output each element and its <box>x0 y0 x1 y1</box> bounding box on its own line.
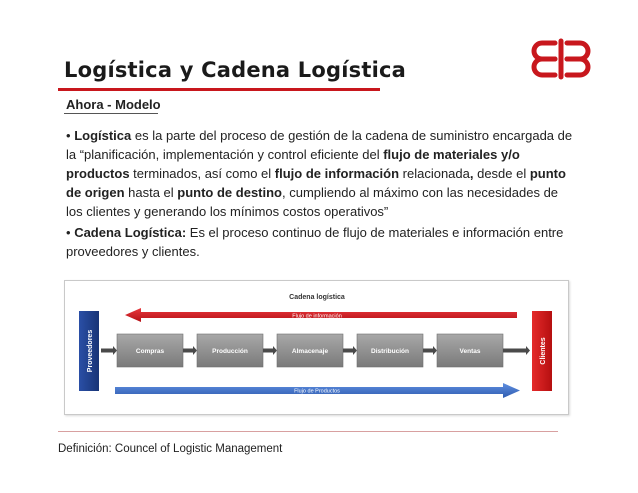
section-subtitle: Ahora - Modelo <box>66 97 161 112</box>
page-title: Logística y Cadena Logística <box>64 58 406 82</box>
definition-cadena-logistica: • Cadena Logística: Es el proceso contin… <box>66 223 576 261</box>
term-cadena-logistica: Cadena Logística: <box>74 225 187 240</box>
diagram-title: Cadena logística <box>289 294 345 301</box>
process-step-label: Almacenaje <box>292 348 329 355</box>
subtitle-underline <box>64 113 158 114</box>
supply-chain-svg: Cadena logística Flujo de información Pr… <box>79 294 552 398</box>
process-step-label: Compras <box>136 348 165 355</box>
process-steps: Compras Producción Almacenaje Distribución V… <box>101 333 530 368</box>
process-step-box <box>116 333 184 368</box>
step-connector-arrow-icon <box>503 346 530 355</box>
text-segment: terminados, así como el <box>129 166 275 181</box>
supply-chain-diagram: Cadena logística Flujo de información Pr… <box>64 280 569 415</box>
step-connector-arrow-icon <box>343 346 357 355</box>
text-segment: , <box>469 166 474 181</box>
step-connector-arrow-icon <box>183 346 197 355</box>
bullet: • <box>66 225 71 240</box>
text-segment: desde el <box>473 166 530 181</box>
emphasis-punto-destino: punto de destino <box>177 185 282 200</box>
suppliers-label: Proveedores <box>87 330 94 373</box>
process-step-box <box>436 333 504 368</box>
product-flow-label: Flujo de Productos <box>294 389 340 395</box>
process-step-box <box>196 333 264 368</box>
process-step-label: Distribución <box>371 348 409 355</box>
step-connector-arrow-icon <box>101 346 117 355</box>
process-step-box <box>276 333 344 368</box>
process-step-label: Producción <box>212 348 248 355</box>
definition-logistica: • Logística es la parte del proceso de g… <box>66 126 576 221</box>
step-connector-arrow-icon <box>423 346 437 355</box>
title-underline <box>58 88 380 91</box>
clients-label: Clientes <box>540 337 547 364</box>
info-flow-label: Flujo de información <box>292 314 342 320</box>
text-segment: relacionada <box>399 166 470 181</box>
brand-logo-icon <box>531 38 591 80</box>
text-segment: Es el proceso continuo de flujo de mater… <box>66 225 564 259</box>
text-segment: , cumpliendo al máximo con las necesidad… <box>66 185 559 219</box>
suppliers-bar <box>79 311 99 391</box>
step-connector-arrow-icon <box>263 346 277 355</box>
clients-bar <box>532 311 552 391</box>
product-flow-arrow <box>115 383 520 398</box>
term-logistica: Logística <box>74 128 132 143</box>
emphasis-flujo-materiales: flujo de materiales y/o productos <box>66 147 520 181</box>
emphasis-flujo-informacion: flujo de información <box>274 166 400 181</box>
text-segment: hasta el <box>124 185 178 200</box>
process-step-box <box>356 333 424 368</box>
footer-source: Definición: Councel of Logistic Manageme… <box>58 443 283 455</box>
bullet: • <box>66 128 71 143</box>
text-segment: es la parte del proceso de gestión de la… <box>66 128 573 162</box>
emphasis-punto-origen: punto de origen <box>66 166 566 200</box>
footer-divider <box>58 431 558 432</box>
info-flow-arrow <box>125 308 517 322</box>
process-step-label: Ventas <box>460 348 481 355</box>
